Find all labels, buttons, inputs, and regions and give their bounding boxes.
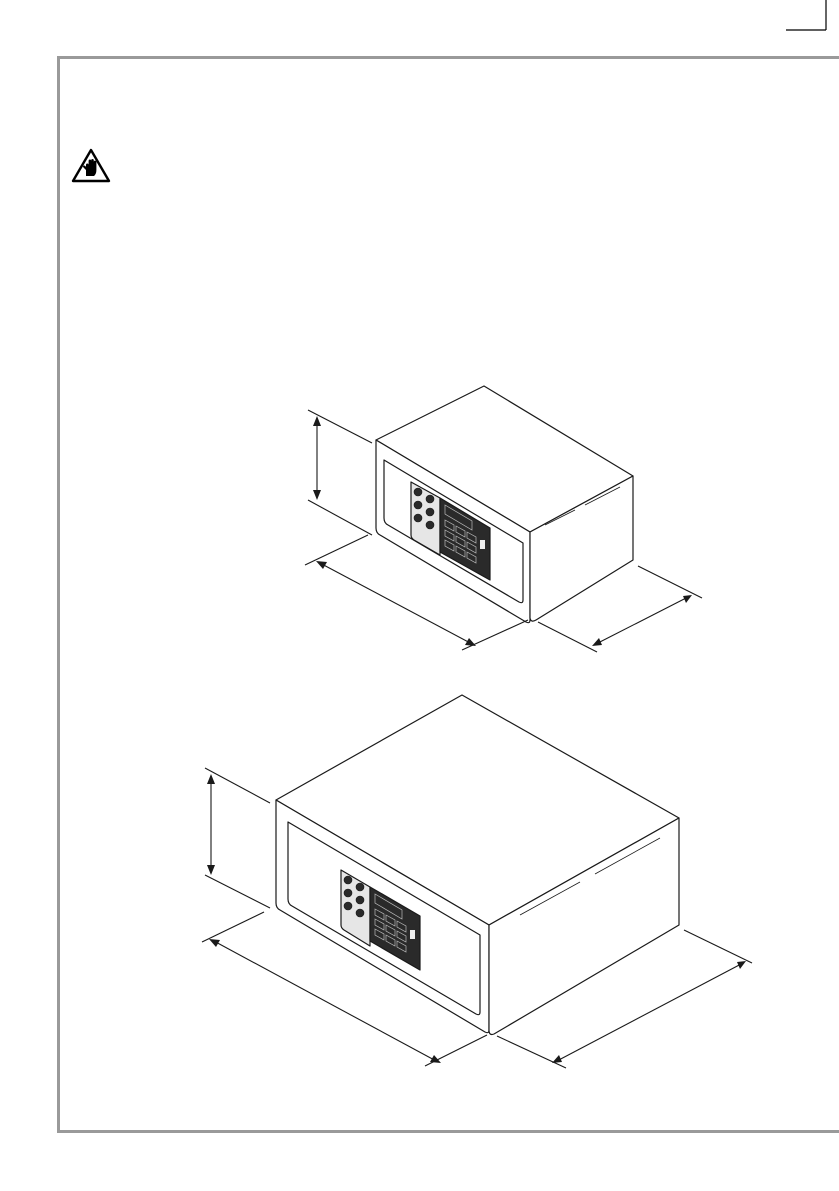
small-safe-depth-arrow [594, 596, 690, 645]
warning-hand-icon [71, 148, 111, 184]
small-safe-diagram [300, 380, 720, 660]
small-safe-lock-slot [480, 540, 485, 549]
large-safe-diagram [200, 690, 760, 1070]
corner-crop-mark [786, 0, 839, 36]
large-safe-lock-slot [410, 930, 415, 939]
